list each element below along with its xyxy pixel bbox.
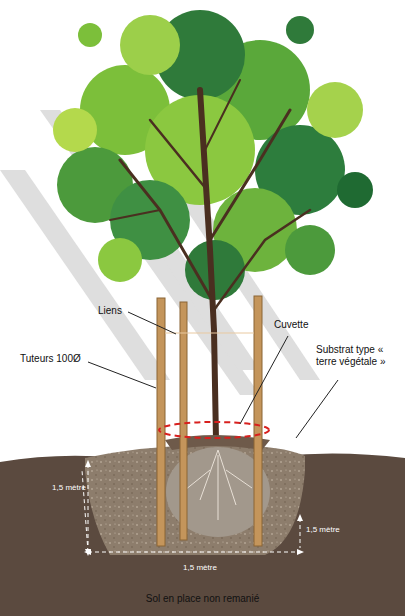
tree-trunk [110,80,310,440]
dimension-label-holder: 1,5 mètre [52,476,86,494]
planting-pit [85,446,305,555]
basin-outline [159,422,269,438]
part-label: Liens [98,305,122,317]
leader-lines [88,312,338,438]
dimension-arrows [84,460,304,556]
dimension-label: 1,5 mètre [52,483,86,492]
part-label: Substrat type « terre végétale » [316,344,402,367]
ground-label-holder: Sol en place non remanié [80,588,325,606]
ground-label: Sol en place non remanié [146,593,259,605]
dimension-label: 1,5 mètre [183,563,217,572]
dimension-label: 1,5 mètre [306,525,340,534]
dimension-label-holder: 1,5 mètre [160,556,240,574]
part-label-holder: Cuvette [274,314,354,332]
part-label-holder: Liens [98,300,158,318]
dimension-lines [82,464,300,552]
dimension-label-holder: 1,5 mètre [306,518,356,536]
part-label: Tuteurs 100Ø [20,353,81,365]
stakes [157,296,262,546]
part-label-holder: Tuteurs 100Ø [20,348,130,366]
soil [0,435,405,616]
part-label: Cuvette [274,319,308,331]
part-label-holder: Substrat type « terre végétale » [316,344,402,369]
